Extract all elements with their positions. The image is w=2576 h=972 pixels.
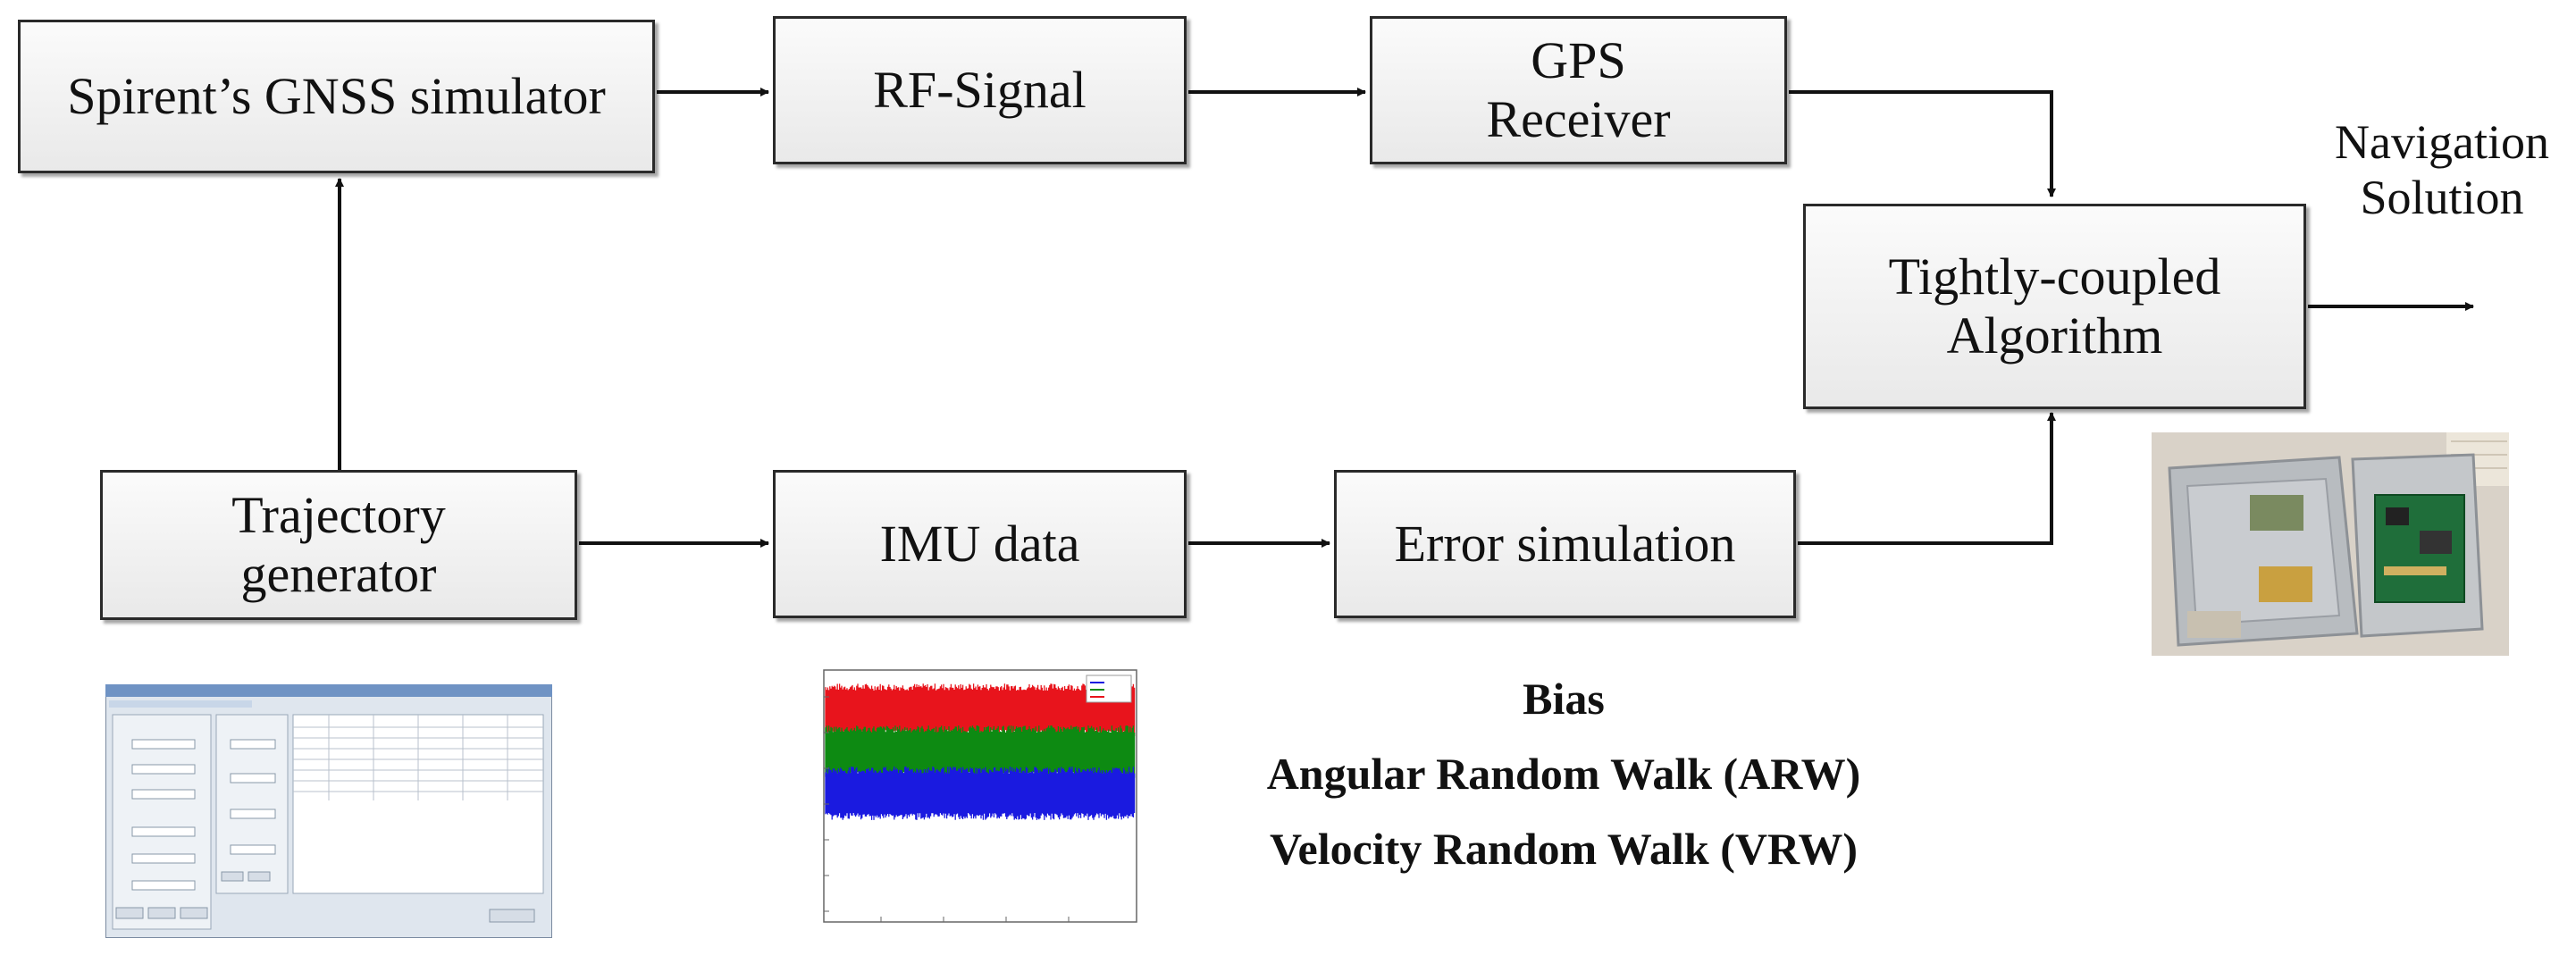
block-trajectory-generator: Trajectory generator [100,470,577,620]
block-tightly-coupled-label: Tightly-coupled Algorithm [1888,247,2221,364]
navigation-solution-label: Navigation Solution [2335,115,2549,224]
block-gps-receiver-label: GPS Receiver [1486,31,1671,148]
trajectory-software-thumbnail [105,684,552,938]
block-spirent-gnss-simulator: Spirent’s GNSS simulator [18,20,655,173]
block-imu-data-label: IMU data [879,515,1080,573]
arrow-error-to-algorithm [1798,412,2056,545]
block-rf-signal: RF-Signal [773,16,1187,164]
block-error-simulation: Error simulation [1334,470,1796,618]
error-term-arw: Angular Random Walk (ARW) [1266,749,1861,799]
noise-band-2 [825,767,1136,820]
error-term-bias: Bias [1523,674,1605,724]
block-tightly-coupled-algorithm: Tightly-coupled Algorithm [1803,204,2306,409]
noise-band-1 [825,725,1136,779]
arrow-gps-to-algorithm [1789,90,2056,197]
hardware-photo-thumbnail [2152,432,2509,656]
block-trajectory-label: Trajectory generator [231,486,446,603]
imu-noise-plot-thumbnail [792,661,1149,949]
block-error-simulation-label: Error simulation [1394,515,1736,573]
block-spirent-label: Spirent’s GNSS simulator [67,67,606,125]
error-term-vrw: Velocity Random Walk (VRW) [1269,824,1858,874]
block-rf-signal-label: RF-Signal [873,61,1087,119]
block-gps-receiver: GPS Receiver [1370,16,1787,164]
block-imu-data: IMU data [773,470,1187,618]
noise-band-0 [825,683,1136,737]
